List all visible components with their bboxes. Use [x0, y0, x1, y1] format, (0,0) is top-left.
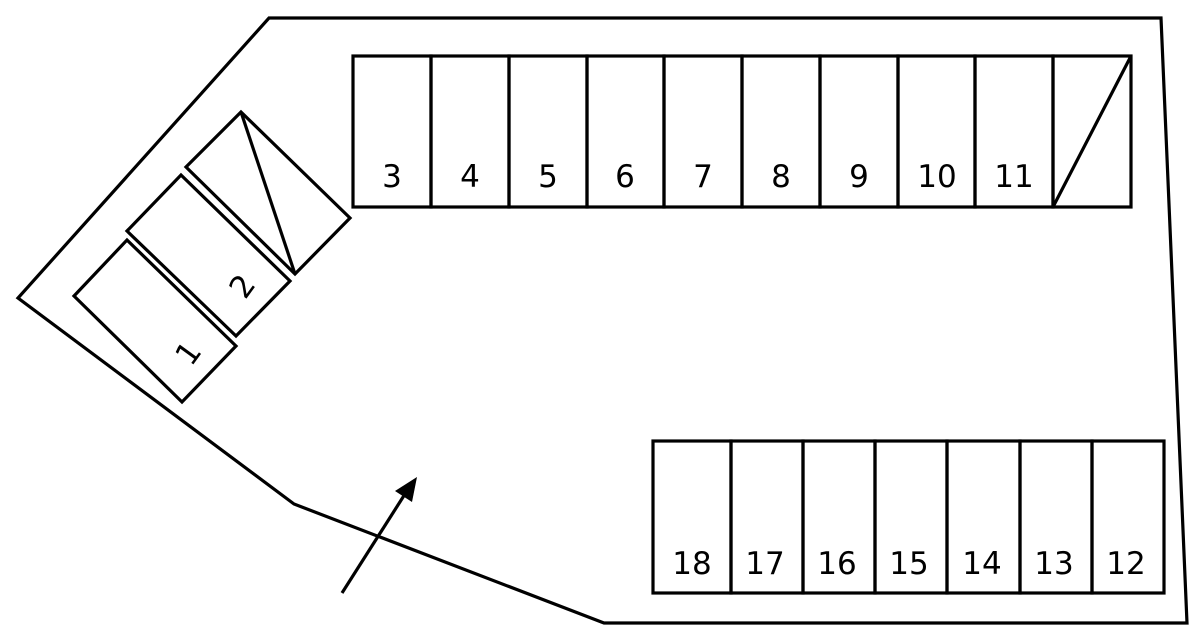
space-label-12: 12	[1106, 546, 1145, 582]
space-label-9: 9	[849, 159, 869, 195]
entrance-arrow-icon	[340, 477, 417, 594]
no-parking-diagonal-angled	[239, 111, 297, 275]
space-label-17: 17	[745, 546, 784, 582]
bottom-row: 18 17 16 15 14 13 12	[651, 439, 1166, 595]
space-label-2: 2	[222, 268, 263, 305]
top-row: 3 4 5 6 7 8 9 10 11	[351, 54, 1133, 209]
space-12	[1090, 439, 1166, 595]
entrance-arrow-head	[395, 477, 417, 502]
space-label-13: 13	[1034, 546, 1073, 582]
space-2	[124, 172, 293, 339]
no-parking-diagonal-top	[1051, 55, 1133, 208]
space-label-4: 4	[460, 159, 480, 195]
space-label-15: 15	[889, 546, 928, 582]
space-label-7: 7	[693, 159, 713, 195]
space-label-6: 6	[615, 159, 635, 195]
no-parking-space-top	[1051, 54, 1133, 209]
space-label-1: 1	[168, 335, 209, 372]
space-label-5: 5	[538, 159, 558, 195]
space-label-14: 14	[962, 546, 1001, 582]
entrance-arrow-shaft	[340, 493, 407, 594]
space-label-10: 10	[917, 159, 956, 195]
space-label-18: 18	[672, 546, 711, 582]
lot-boundary	[15, 16, 1189, 625]
space-label-8: 8	[771, 159, 791, 195]
space-label-11: 11	[994, 159, 1033, 195]
space-label-16: 16	[817, 546, 856, 582]
space-1	[71, 237, 239, 405]
angled-row: 1 2	[71, 109, 353, 405]
space-label-3: 3	[382, 159, 402, 195]
